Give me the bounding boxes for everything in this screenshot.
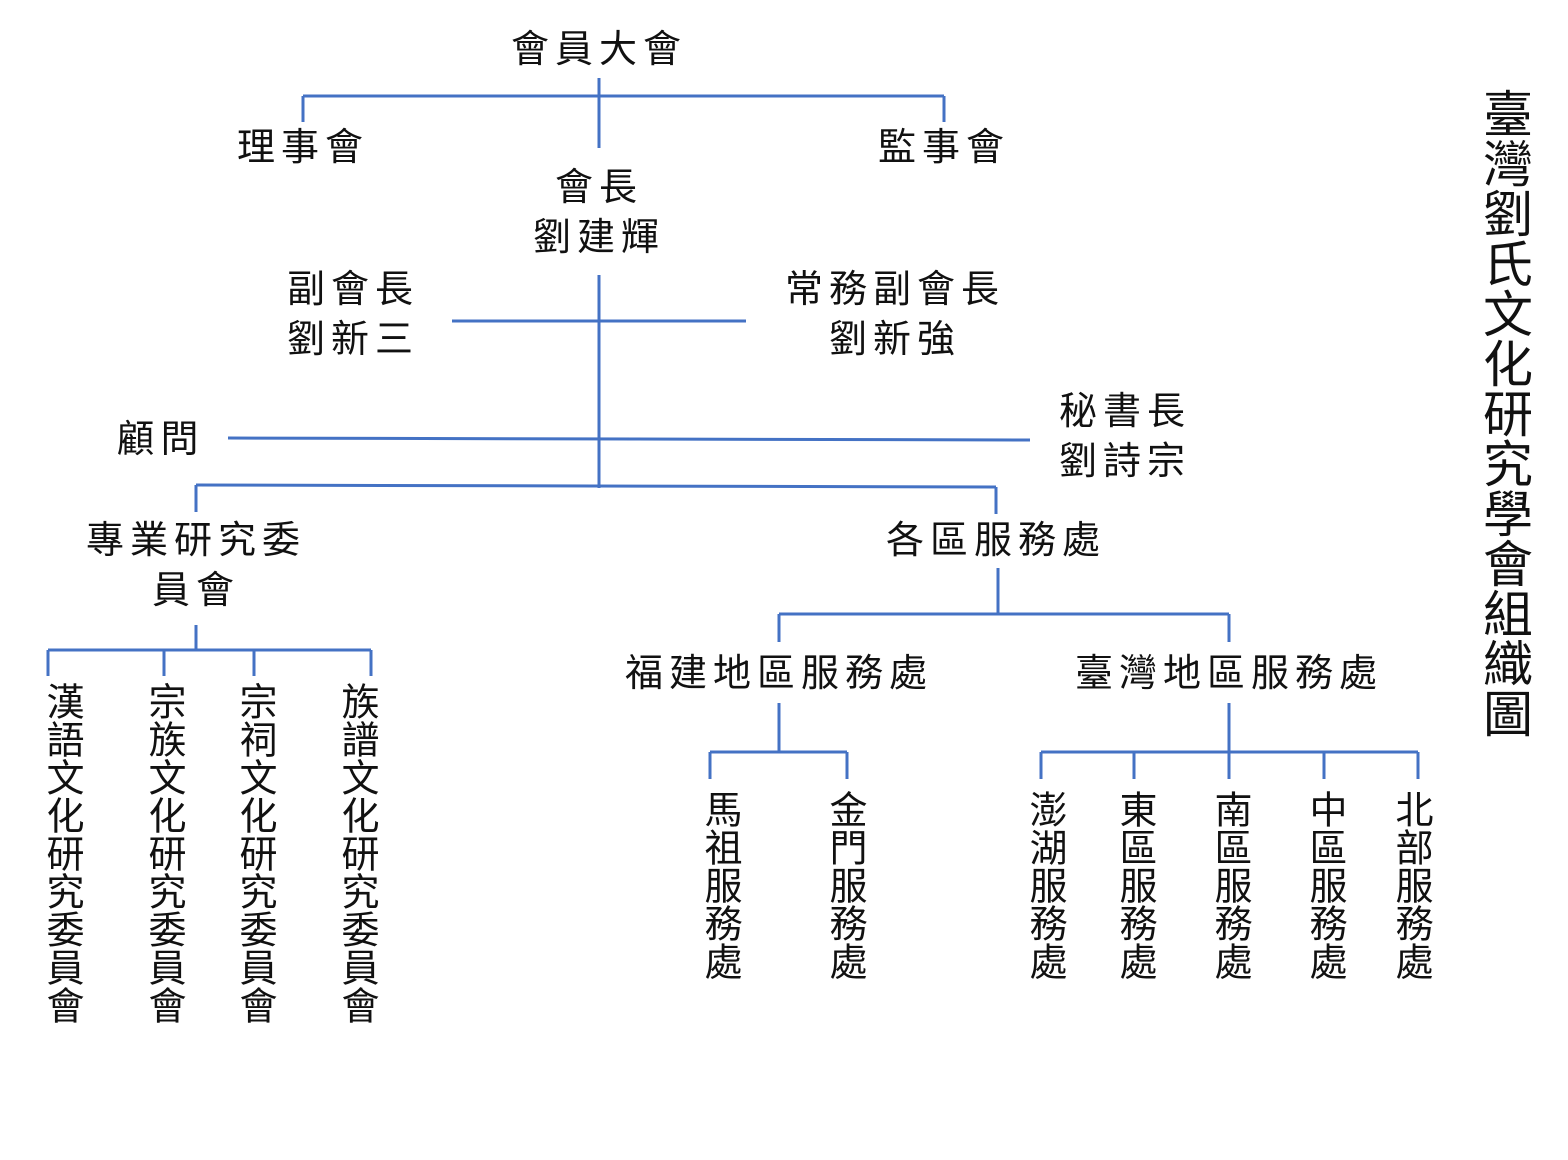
board-of-supervisors-label: 監事會 [877, 125, 1010, 169]
research-committees-node: 專業研究委 員會 [56, 515, 336, 615]
advisors-label: 顧問 [116, 417, 205, 461]
taiwan-branch-item: 東區服務處 [1113, 790, 1157, 980]
connector-line [227, 436, 1031, 442]
president-node: 會長 劉建輝 [489, 162, 709, 262]
fujian-office-label: 福建地區服務處 [624, 651, 933, 695]
committee-item: 宗族文化研究委員會 [142, 682, 186, 1024]
taiwan-branch-item: 北部服務處 [1389, 790, 1433, 980]
exec-vice-president-node: 常務副會長 劉新強 [755, 264, 1035, 364]
secretary-general-title: 秘書長 [1058, 389, 1191, 433]
advisors-node: 顧問 [98, 414, 223, 464]
regional-offices-node: 各區服務處 [856, 515, 1136, 565]
vice-president-name: 劉新三 [286, 317, 419, 361]
vice-president-title: 副會長 [286, 267, 419, 311]
secretary-general-name: 劉詩宗 [1058, 439, 1191, 483]
general-assembly-label: 會員大會 [510, 27, 687, 71]
committee-item: 漢語文化研究委員會 [40, 682, 84, 1024]
research-committees-label-line1: 專業研究委 [85, 518, 306, 562]
board-of-supervisors-node: 監事會 [854, 122, 1034, 172]
taiwan-office-label: 臺灣地區服務處 [1074, 651, 1383, 695]
president-title: 會長 [554, 165, 643, 209]
fujian-office-node: 福建地區服務處 [602, 648, 956, 698]
general-assembly-node: 會員大會 [479, 24, 719, 74]
committee-item: 族譜文化研究委員會 [335, 682, 379, 1024]
fujian-branch-item: 馬祖服務處 [698, 790, 742, 980]
taiwan-office-node: 臺灣地區服務處 [1052, 648, 1406, 698]
committee-item: 宗祠文化研究委員會 [233, 682, 277, 1024]
exec-vice-president-name: 劉新強 [828, 317, 961, 361]
regional-offices-label: 各區服務處 [885, 518, 1106, 562]
research-committees-label-line2: 員會 [151, 568, 240, 612]
taiwan-branch-item: 中區服務處 [1303, 790, 1347, 980]
vice-president-node: 副會長 劉新三 [258, 264, 448, 364]
secretary-general-node: 秘書長 劉詩宗 [1030, 386, 1220, 486]
president-name: 劉建輝 [532, 215, 665, 259]
chart-title: 臺灣劉氏文化研究學會組織圖 [1475, 88, 1533, 738]
taiwan-branch-item: 南區服務處 [1208, 790, 1252, 980]
exec-vice-president-title: 常務副會長 [784, 267, 1005, 311]
connector-line [195, 483, 997, 489]
taiwan-branch-item: 澎湖服務處 [1023, 790, 1067, 980]
board-of-directors-label: 理事會 [236, 125, 369, 169]
board-of-directors-node: 理事會 [213, 122, 393, 172]
fujian-branch-item: 金門服務處 [823, 790, 867, 980]
